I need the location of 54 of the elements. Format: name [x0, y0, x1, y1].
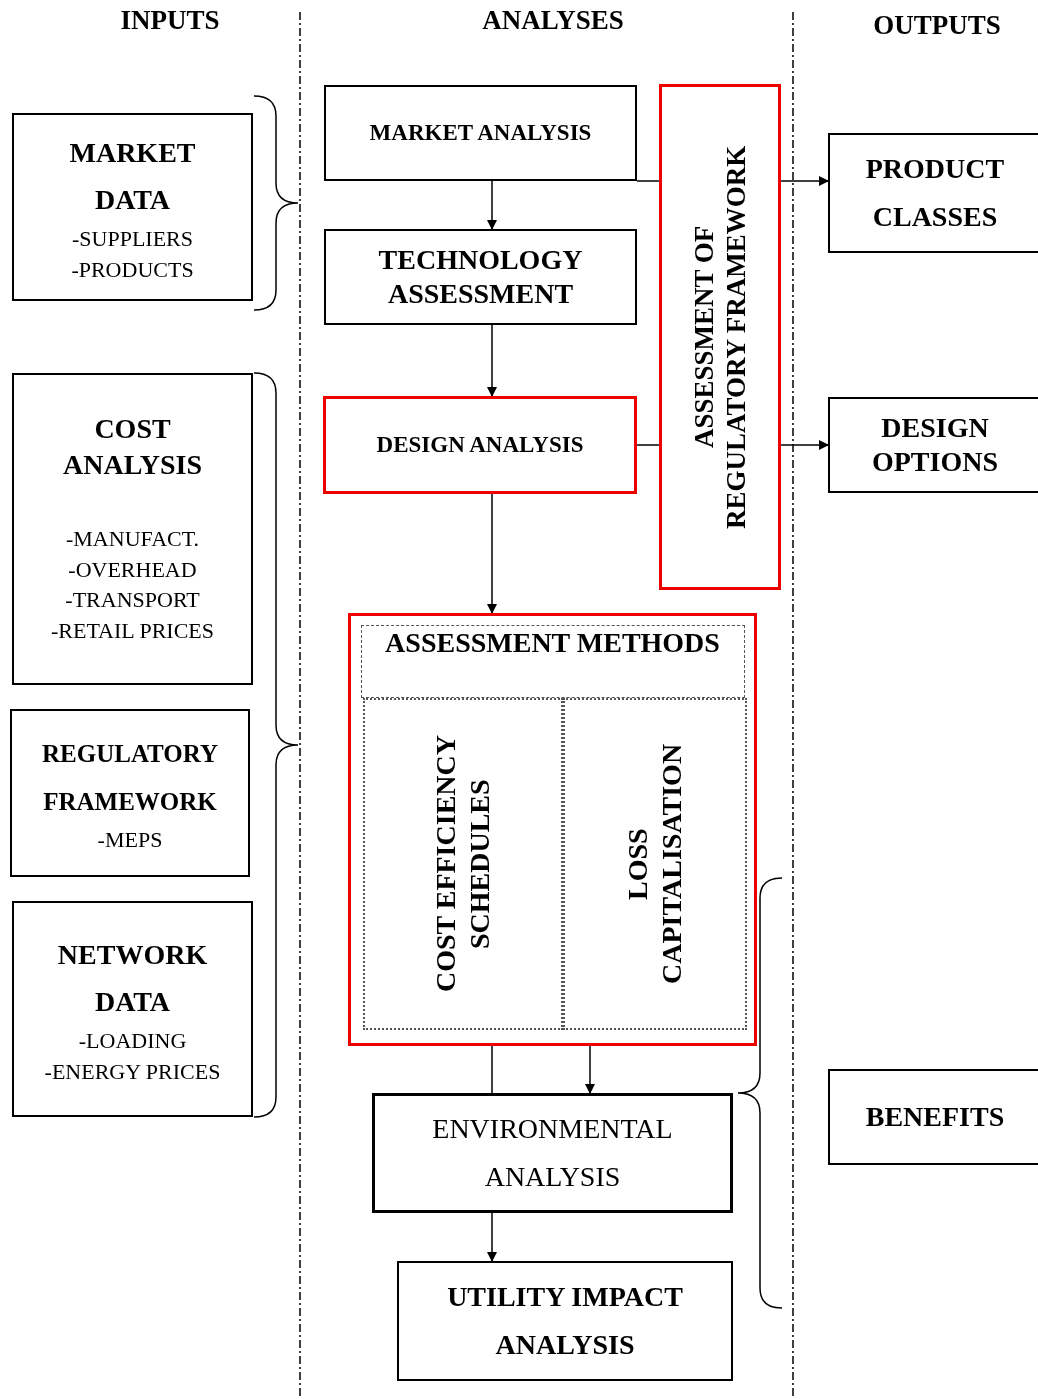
- process-box: [323, 396, 637, 494]
- box-title: MARKET DATA: [68, 135, 197, 218]
- column-header: ANALYSES: [482, 5, 624, 36]
- arrow: [780, 176, 829, 186]
- box-title: DESIGN OPTIONS: [871, 411, 999, 479]
- input-box: [12, 901, 253, 1117]
- output-box: [828, 397, 1038, 493]
- process-box: [324, 229, 637, 325]
- process-box: [397, 1261, 733, 1381]
- arrow: [487, 1212, 497, 1262]
- arrow: [487, 180, 497, 230]
- arrow: [487, 324, 497, 397]
- box-title: ENVIRONMENTAL ANALYSIS: [431, 1112, 674, 1194]
- method-column: [563, 698, 747, 1030]
- list-item: -MEPS: [97, 826, 163, 855]
- box-title: PRODUCT CLASSES: [864, 152, 1006, 234]
- list-item: -TRANSPORT: [65, 586, 200, 615]
- list-item: -LOADING: [78, 1026, 187, 1055]
- box-title: NETWORK DATA: [56, 937, 209, 1020]
- arrow: [585, 1045, 595, 1094]
- method-column: [363, 698, 563, 1030]
- output-box: [828, 133, 1038, 253]
- box-title: MARKET ANALYSIS: [369, 119, 592, 148]
- arrow: [487, 493, 497, 614]
- process-box: [324, 85, 637, 181]
- input-box: [12, 373, 253, 685]
- list-item: -ENERGY PRICES: [44, 1057, 221, 1086]
- column-header: INPUTS: [120, 5, 220, 36]
- arrow: [780, 440, 829, 450]
- process-box: [659, 84, 781, 590]
- input-box: [12, 113, 253, 301]
- connector-line: [491, 1045, 493, 1094]
- group-box: [348, 613, 757, 1046]
- list-item: -SUPPLIERS: [71, 224, 193, 253]
- input-box: [10, 709, 250, 877]
- box-title: DESIGN ANALYSIS: [376, 431, 584, 460]
- box-title: TECHNOLOGY ASSESSMENT: [377, 243, 584, 311]
- connector-line: [636, 180, 660, 182]
- box-title: COST EFFICIENCY SCHEDULES: [429, 734, 496, 995]
- output-box: [828, 1069, 1038, 1165]
- box-title: ASSESSMENT OF REGULATORY FRAMEWORK: [687, 144, 752, 531]
- connector-line: [636, 444, 660, 446]
- box-title: BENEFITS: [865, 1100, 1005, 1134]
- column-header: OUTPUTS: [873, 10, 1001, 41]
- list-item: -PRODUCTS: [71, 255, 194, 284]
- list-item: -RETAIL PRICES: [50, 617, 214, 646]
- box-title: LOSS CAPITALISATION: [621, 742, 688, 987]
- box-title: REGULATORY FRAMEWORK: [41, 739, 219, 817]
- box-title: UTILITY IMPACT ANALYSIS: [446, 1280, 684, 1362]
- list-item: -MANUFACT.: [66, 524, 199, 553]
- box-title: COST ANALYSIS: [62, 412, 203, 483]
- process-box: [372, 1093, 733, 1213]
- list-item: -OVERHEAD: [68, 555, 197, 584]
- group-title: ASSESSMENT METHODS: [360, 625, 745, 698]
